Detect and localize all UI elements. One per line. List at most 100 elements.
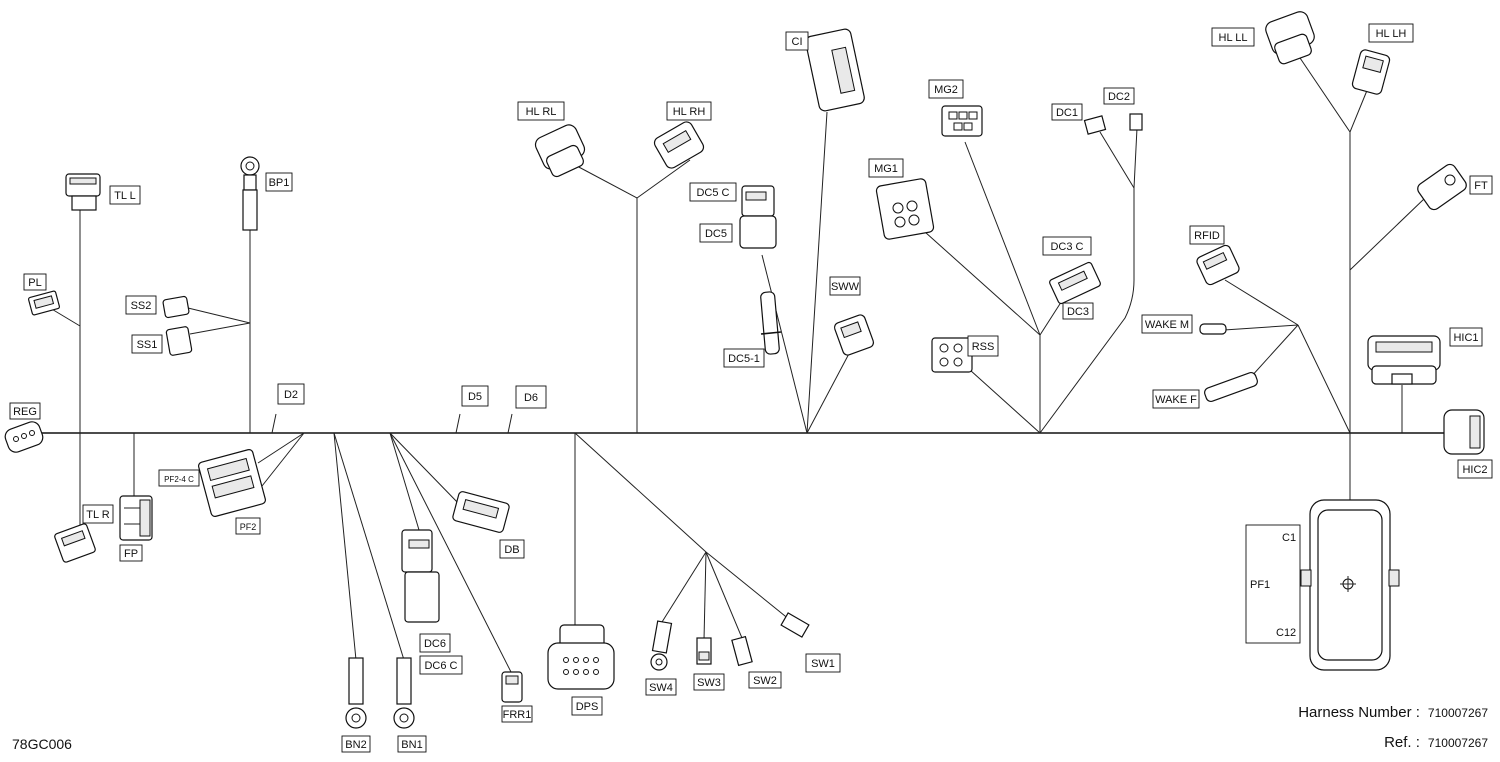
svg-text:DPS: DPS [576,701,599,713]
sw2-terminal [731,635,753,667]
label-hic1: HIC1 [1449,327,1483,347]
svg-text:HL LH: HL LH [1376,28,1407,40]
label-sw3: SW3 [693,673,725,691]
label-bp1: BP1 [265,172,293,192]
svg-text:SW3: SW3 [697,677,721,689]
label-frr1: FRR1 [501,705,533,723]
hic2-connector [1443,409,1485,455]
svg-text:FP: FP [124,548,138,560]
svg-text:FRR1: FRR1 [503,709,532,721]
drawing-code: 78GC006 [12,736,72,752]
sw1-terminal [780,612,810,638]
label-dc2: DC2 [1103,87,1135,105]
label-dc5-c: DC5 C [689,182,737,202]
fp-connector [119,495,153,541]
ci-connector [805,28,865,112]
svg-text:BN2: BN2 [345,739,366,751]
hl-lh-connector [1351,49,1391,95]
label-ci: CI [785,31,809,51]
harness-number-label: Harness Number : [1298,704,1420,721]
ss2-connector [162,295,190,319]
label-sww: SWW [829,276,861,296]
hl-ll-connector [1265,11,1315,65]
harness-number-row: Harness Number : 710007267 [1298,704,1488,721]
label-hl-lh: HL LH [1368,23,1414,43]
dps-connector [547,624,615,690]
connector-labels: TL L PL REG TL R FP BP1 SS2 SS1 D2 PF2-4… [9,23,1493,753]
label-bn1: BN1 [397,735,427,753]
label-mg1: MG1 [868,158,904,178]
bn2-ring-terminal [345,657,367,729]
label-pf2-4c: PF2-4 C [158,469,200,487]
label-reg: REG [9,402,41,420]
svg-text:HL RH: HL RH [673,106,706,118]
svg-text:HIC1: HIC1 [1453,332,1478,344]
label-d2: D2 [277,383,305,405]
label-mg2: MG2 [928,79,964,99]
label-hic2: HIC2 [1457,459,1493,479]
svg-text:SS1: SS1 [137,339,158,351]
pf1-bracket [1245,524,1301,644]
label-pf1: PF1 [1250,579,1270,591]
label-pl: PL [23,273,47,291]
svg-text:DC2: DC2 [1108,91,1130,103]
svg-text:SW4: SW4 [649,682,673,694]
harness-number-value: 710007267 [1427,706,1488,720]
svg-text:WAKE M: WAKE M [1145,319,1189,331]
label-ss2: SS2 [125,295,157,315]
svg-text:WAKE F: WAKE F [1155,394,1197,406]
db-connector [452,491,510,533]
label-wake-f: WAKE F [1152,389,1200,409]
label-wake-m: WAKE M [1141,314,1193,334]
svg-text:BN1: BN1 [401,739,422,751]
svg-text:DC3: DC3 [1067,306,1089,318]
svg-text:SWW: SWW [831,281,860,293]
svg-text:DC6: DC6 [424,638,446,650]
label-pf2: PF2 [235,517,261,535]
label-d5: D5 [461,385,489,407]
wake-f-splice [1204,371,1258,403]
svg-text:MG2: MG2 [934,84,958,96]
ss1-connector [165,326,193,356]
svg-text:PF2: PF2 [240,522,257,532]
dc1-connector [1083,115,1107,135]
label-dc5-1: DC5-1 [723,348,765,368]
svg-text:DC1: DC1 [1056,107,1078,119]
label-c12: C12 [1276,627,1296,639]
svg-text:CI: CI [792,36,803,48]
svg-text:DC5-1: DC5-1 [728,353,760,365]
svg-text:TL R: TL R [86,509,109,521]
label-sw4: SW4 [645,678,677,696]
svg-text:DC5 C: DC5 C [696,187,729,199]
dc2-connector [1129,113,1143,131]
pf1-module [1245,499,1400,671]
hl-rh-connector [653,121,705,169]
ref-value: 710007267 [1427,736,1488,750]
svg-text:D6: D6 [524,392,538,404]
mg2-connector [941,105,983,137]
svg-text:PF2-4 C: PF2-4 C [164,475,194,484]
label-dc6-c: DC6 C [419,655,463,675]
label-hl-rl: HL RL [517,101,565,121]
ft-connector [1417,163,1467,211]
wiring [30,54,1445,673]
svg-text:FT: FT [1474,180,1488,192]
mg1-connector [875,178,935,240]
dc3-connector [1049,261,1101,305]
tl-l-connector [65,173,101,211]
svg-text:PL: PL [28,277,41,289]
svg-text:REG: REG [13,406,37,418]
svg-text:BP1: BP1 [269,177,290,189]
svg-text:D2: D2 [284,389,298,401]
rfid-connector [1196,244,1240,286]
label-d6: D6 [515,385,547,409]
svg-text:DC3 C: DC3 C [1050,241,1083,253]
wake-m-terminal [1199,323,1227,335]
sww-connector [833,314,875,356]
svg-text:SW2: SW2 [753,675,777,687]
label-db: DB [499,539,525,559]
frr1-connector [501,671,523,703]
label-dc3-c: DC3 C [1042,236,1092,256]
label-rss: RSS [967,335,999,357]
pl-connector [27,290,61,316]
